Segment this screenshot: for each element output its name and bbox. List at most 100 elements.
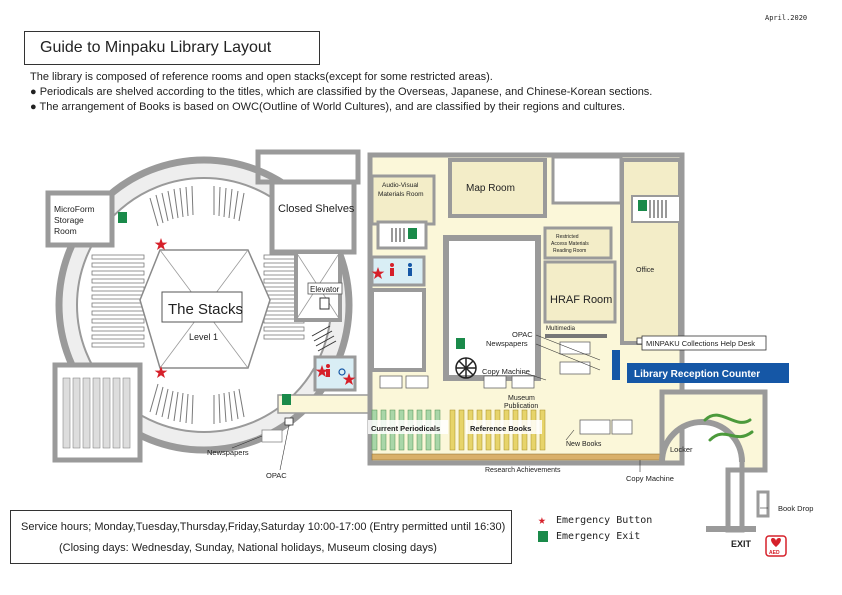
stair-room-right	[376, 220, 428, 250]
reading-table	[483, 375, 507, 389]
date-label: April.2020	[765, 14, 808, 22]
office-label: Office	[636, 267, 654, 274]
service-hours-text: Service hours; Monday,Tuesday,Thursday,F…	[21, 521, 506, 533]
exit-label: EXIT	[731, 539, 752, 549]
current-periodicals-label-bg	[368, 420, 448, 434]
legend-emergency-button-label: Emergency Button	[556, 515, 653, 526]
elevator-icon	[319, 297, 330, 310]
research-achievements-shelf	[371, 453, 663, 461]
restricted-label-line2: Access Materials	[551, 241, 589, 247]
aed-heart-icon	[771, 538, 781, 547]
intro-line-1: The library is composed of reference roo…	[30, 71, 493, 83]
restricted-label-line1: Restricted	[556, 234, 579, 240]
exit-corridor	[725, 467, 745, 533]
emergency-button-star	[315, 365, 329, 377]
opac-left-label: OPAC	[266, 471, 287, 480]
emergency-button-star	[342, 373, 356, 385]
book-drop-box	[756, 490, 770, 518]
research-achievements-label: Research Achievements	[485, 467, 561, 474]
locker-label: Locker	[670, 445, 693, 454]
opac-right-label: OPAC	[512, 330, 533, 339]
emergency-exit-icon	[282, 394, 291, 405]
emergency-exit-icon	[638, 200, 647, 211]
map-room	[448, 158, 547, 218]
emergency-exit-icon	[408, 228, 417, 239]
map-labels: MicroForm Storage Room Closed Shelves Th…	[54, 182, 813, 556]
toilet-right	[370, 255, 426, 287]
elevator-label-box	[307, 282, 343, 295]
emergency-exit-icon	[118, 212, 127, 223]
exit-sign-bg	[706, 526, 756, 532]
stairs-icon	[311, 325, 337, 352]
courtyard	[443, 235, 541, 381]
emergency-exit-icon	[456, 338, 465, 349]
storage-block	[370, 288, 426, 372]
microform-label-line2: Storage	[54, 215, 84, 225]
closed-shelves-room	[269, 179, 357, 255]
stacks-annex	[255, 149, 361, 185]
reading-table	[405, 375, 429, 389]
copy-machine-label-1: Copy Machine	[482, 367, 530, 376]
intro-text: The library is composed of reference roo…	[30, 70, 652, 115]
multimedia-counter	[545, 334, 607, 338]
callout-lines	[231, 334, 768, 509]
microform-label-line1: MicroForm	[54, 204, 95, 214]
stacks-label: The Stacks	[168, 301, 243, 318]
emergency-exit-legend-icon	[538, 531, 548, 542]
female-toilet-icon	[390, 263, 394, 267]
toilet-icons	[326, 263, 412, 377]
service-hours-box: Service hours; Monday,Tuesday,Thursday,F…	[10, 510, 512, 564]
intro-line-2: ● Periodicals are shelved according to t…	[30, 86, 653, 98]
reading-table	[511, 375, 535, 389]
link-corridor	[277, 394, 371, 414]
legend-emergency-exit: Emergency Exit	[538, 531, 640, 542]
emergency-button-star	[371, 267, 385, 279]
help-desk-label-box	[641, 335, 767, 351]
audio-visual-label-line2: Materials Room	[378, 191, 424, 198]
female-toilet-icon	[326, 364, 330, 368]
newspapers-right-label: Newspapers	[486, 339, 528, 348]
legend-emergency-exit-label: Emergency Exit	[556, 531, 641, 542]
new-books-label: New Books	[566, 441, 602, 448]
current-periodicals-label: Current Periodicals	[371, 424, 440, 433]
map-room-label: Map Room	[466, 183, 515, 194]
book-drop-label: Book Drop	[778, 504, 813, 513]
reception-counter-desk	[612, 350, 620, 380]
restricted-room	[543, 226, 613, 260]
audio-visual-label-line1: Audio-Visual	[382, 182, 419, 189]
aed-label: AED	[769, 550, 780, 556]
level-label: Level 1	[189, 332, 218, 342]
emergency-button-star	[154, 366, 168, 378]
accessible-toilet-icon	[338, 368, 346, 376]
reception-counter-banner	[627, 363, 789, 383]
museum-publication-label-2: Publication	[504, 403, 538, 410]
microform-room	[45, 190, 115, 248]
reading-table	[379, 375, 403, 389]
lobby-plant-path	[703, 413, 754, 442]
emergency-button-star-icon: ★	[538, 513, 546, 528]
hraf-room-label: HRAF Room	[550, 294, 612, 306]
audio-visual-room	[370, 174, 436, 226]
reading-table	[559, 341, 591, 355]
help-desk-label: MINPAKU Collections Help Desk	[646, 339, 755, 348]
newspapers-stand-left	[261, 429, 283, 443]
page-title: Guide to Minpaku Library Layout	[24, 31, 320, 65]
reading-table	[611, 419, 633, 435]
reference-books-label-bg	[466, 420, 542, 434]
female-toilet-icon	[390, 268, 394, 276]
locker-arc	[659, 419, 745, 463]
copy-machine-label-2: Copy Machine	[626, 474, 674, 483]
male-toilet-icon	[408, 268, 412, 276]
office-room	[620, 158, 682, 345]
female-toilet-icon	[326, 369, 330, 377]
closing-days-text: (Closing days: Wednesday, Sunday, Nation…	[59, 542, 437, 554]
upper-right-room	[551, 155, 623, 205]
reading-table	[559, 361, 591, 375]
museum-publication-label-1: Museum	[508, 395, 535, 402]
closed-shelves-label: Closed Shelves	[278, 203, 355, 215]
reading-table	[579, 419, 611, 435]
stacks-building	[45, 149, 371, 463]
main-library-building	[367, 152, 770, 533]
restricted-label-line3: Reading Room	[553, 248, 586, 254]
